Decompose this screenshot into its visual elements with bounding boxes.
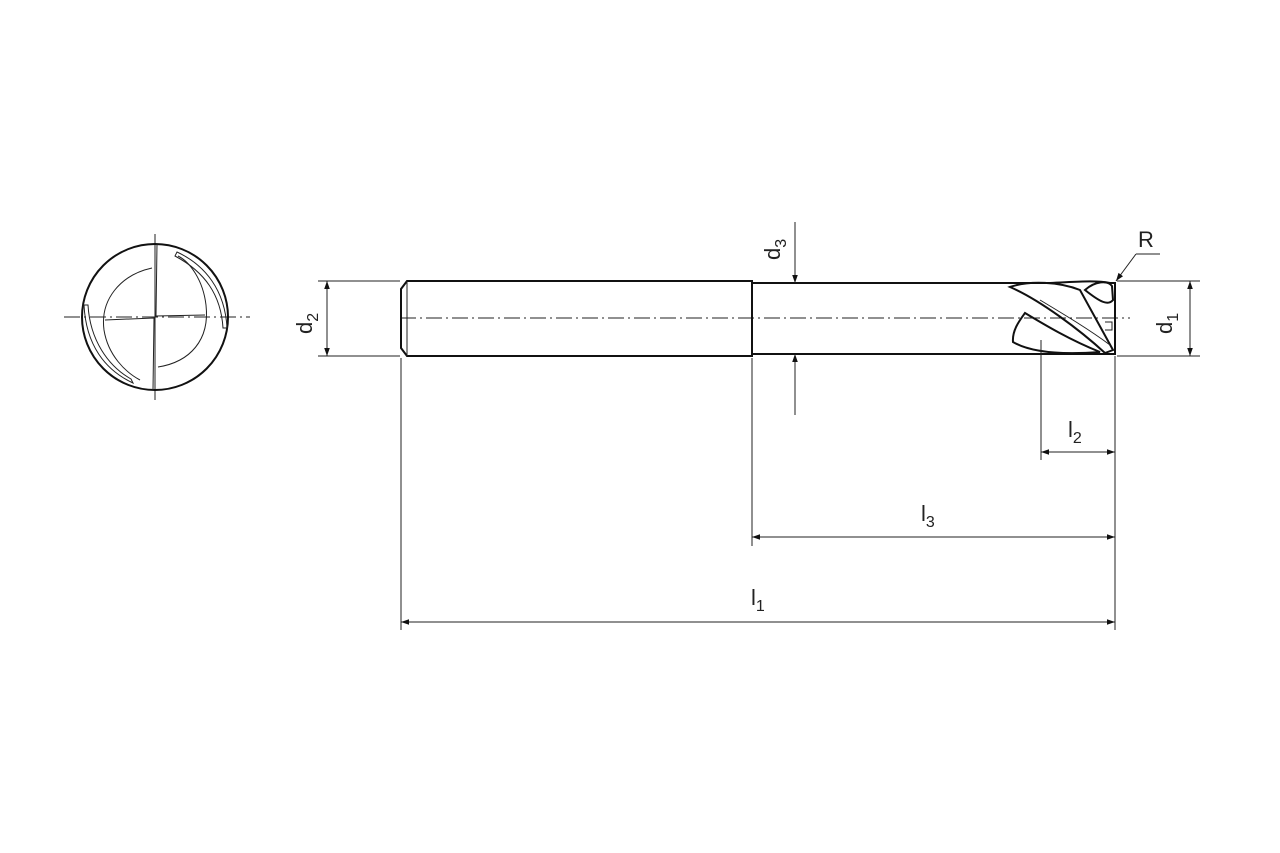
end-view-outline xyxy=(81,243,229,391)
flute-2 xyxy=(1083,281,1115,304)
end-view xyxy=(64,234,250,400)
flute-edge-lines xyxy=(1039,299,1113,346)
d3-label: d3 xyxy=(760,239,790,260)
l2-label: l2 xyxy=(1068,417,1082,447)
flute-edge xyxy=(174,251,228,329)
d1-label: d1 xyxy=(1152,313,1182,334)
flute-edge xyxy=(83,304,135,385)
flute-curve xyxy=(103,267,153,381)
l1-label: l1 xyxy=(751,585,765,615)
flute-curve xyxy=(157,255,207,368)
side-view xyxy=(400,280,1130,357)
radius-label: R xyxy=(1138,227,1154,252)
l3-label: l3 xyxy=(921,501,935,531)
d2-label: d2 xyxy=(292,313,322,334)
flute-3 xyxy=(1011,311,1101,355)
dimensions: d2 d3 d1 R l2 l3 l1 xyxy=(292,222,1200,630)
cutting-edges xyxy=(104,243,206,391)
r-leader xyxy=(1115,253,1137,282)
flute-1 xyxy=(1007,281,1115,355)
